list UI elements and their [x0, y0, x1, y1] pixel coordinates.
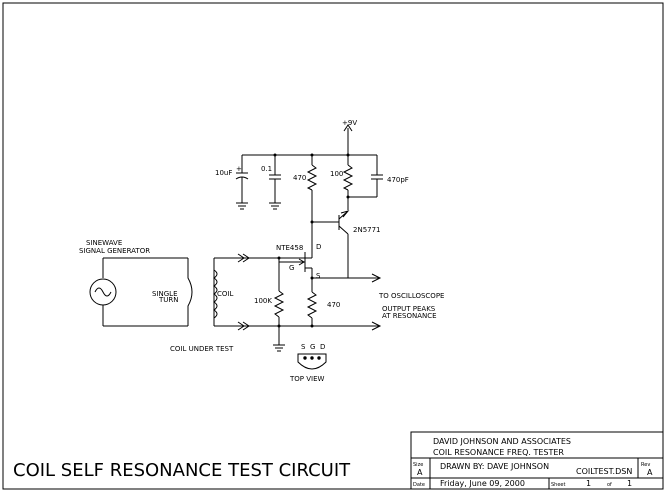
- top-view-label: TOP VIEW: [289, 375, 325, 383]
- filename: COILTEST.DSN: [576, 467, 632, 476]
- res-470-top-label: 470: [293, 174, 306, 182]
- res-100-label: 100: [330, 170, 343, 178]
- pin-s-label: S: [301, 343, 306, 351]
- ground-symbol-2: [269, 202, 281, 210]
- cap-10uf-label: 10uF: [215, 169, 232, 177]
- gen-label-2: SIGNAL GENERATOR: [79, 247, 150, 255]
- svg-text:+: +: [236, 165, 242, 173]
- size-label: Size: [413, 462, 423, 468]
- junction-dots: [273, 153, 350, 328]
- supply-label: +9V: [342, 119, 357, 127]
- capacitor-0-1: 0.1: [261, 155, 281, 203]
- ground-symbol-1: [236, 202, 248, 210]
- single-turn-loop: SINGLE TURN: [103, 257, 193, 327]
- to-scope-label: TO OSCILLOSCOPE: [378, 292, 444, 300]
- of-label: of: [607, 482, 612, 488]
- capacitor-470pf: 470pF: [348, 155, 409, 198]
- date-value: Friday, June 09, 2000: [440, 479, 525, 488]
- sheet-number: 1: [586, 479, 591, 488]
- size-value: A: [417, 468, 423, 477]
- output-label-1: OUTPUT PEAKS: [382, 305, 436, 313]
- coil-wires: [213, 253, 382, 331]
- fet-top-view: S G D TOP VIEW: [289, 343, 327, 383]
- fet-label: NTE458: [276, 244, 303, 252]
- sheet-label: Sheet: [551, 482, 565, 488]
- supply-rail: +9V: [242, 119, 377, 156]
- cap-470pf-label: 470pF: [387, 176, 409, 184]
- date-label: Date: [413, 482, 425, 488]
- res-100k-label: 100K: [254, 297, 272, 305]
- capacitor-10uf: + 10uF: [215, 155, 249, 203]
- coil-under-test-label: COIL UNDER TEST: [170, 345, 234, 353]
- resistor-100k: 100K: [254, 258, 285, 345]
- fet-d-label: D: [316, 243, 321, 251]
- cap-01-label: 0.1: [261, 165, 272, 173]
- single-turn-label-1: SINGLE: [152, 290, 178, 298]
- ground-symbol-3: [273, 344, 285, 352]
- pin-g-label: G: [310, 343, 315, 351]
- drawing-subtitle: COIL RESONANCE FREQ. TESTER: [433, 448, 564, 457]
- rev-label: Rev: [641, 462, 650, 468]
- resistor-100: 100: [330, 155, 354, 210]
- output-label-2: AT RESONANCE: [382, 312, 437, 320]
- drawing-title: COIL SELF RESONANCE TEST CIRCUIT: [13, 460, 351, 481]
- rev-value: A: [647, 468, 653, 477]
- title-block: DAVID JOHNSON AND ASSOCIATES COIL RESONA…: [410, 431, 664, 490]
- transistor-2n5771: 2N5771: [312, 210, 381, 278]
- fet-s-label: S: [316, 272, 321, 280]
- fet-nte458: NTE458 D G S: [276, 243, 321, 280]
- sheet-total: 1: [627, 479, 632, 488]
- gen-label-1: SINEWAVE: [86, 239, 122, 247]
- resistor-470-bottom: 470: [306, 291, 340, 326]
- pin-d-label: D: [320, 343, 325, 351]
- coil-under-test: COIL: [213, 269, 233, 319]
- transistor-label: 2N5771: [353, 226, 381, 234]
- company-name: DAVID JOHNSON AND ASSOCIATES: [433, 437, 571, 446]
- single-turn-label-2: TURN: [158, 296, 179, 304]
- signal-generator: SINEWAVE SIGNAL GENERATOR: [79, 239, 150, 326]
- coil-label: COIL: [217, 290, 233, 298]
- resistor-470-top: 470: [293, 155, 318, 258]
- drawn-by: DRAWN BY: DAVE JOHNSON: [440, 462, 549, 471]
- res-470-bottom-label: 470: [327, 301, 340, 309]
- output-wire: [311, 268, 382, 292]
- fet-g-label: G: [289, 264, 294, 272]
